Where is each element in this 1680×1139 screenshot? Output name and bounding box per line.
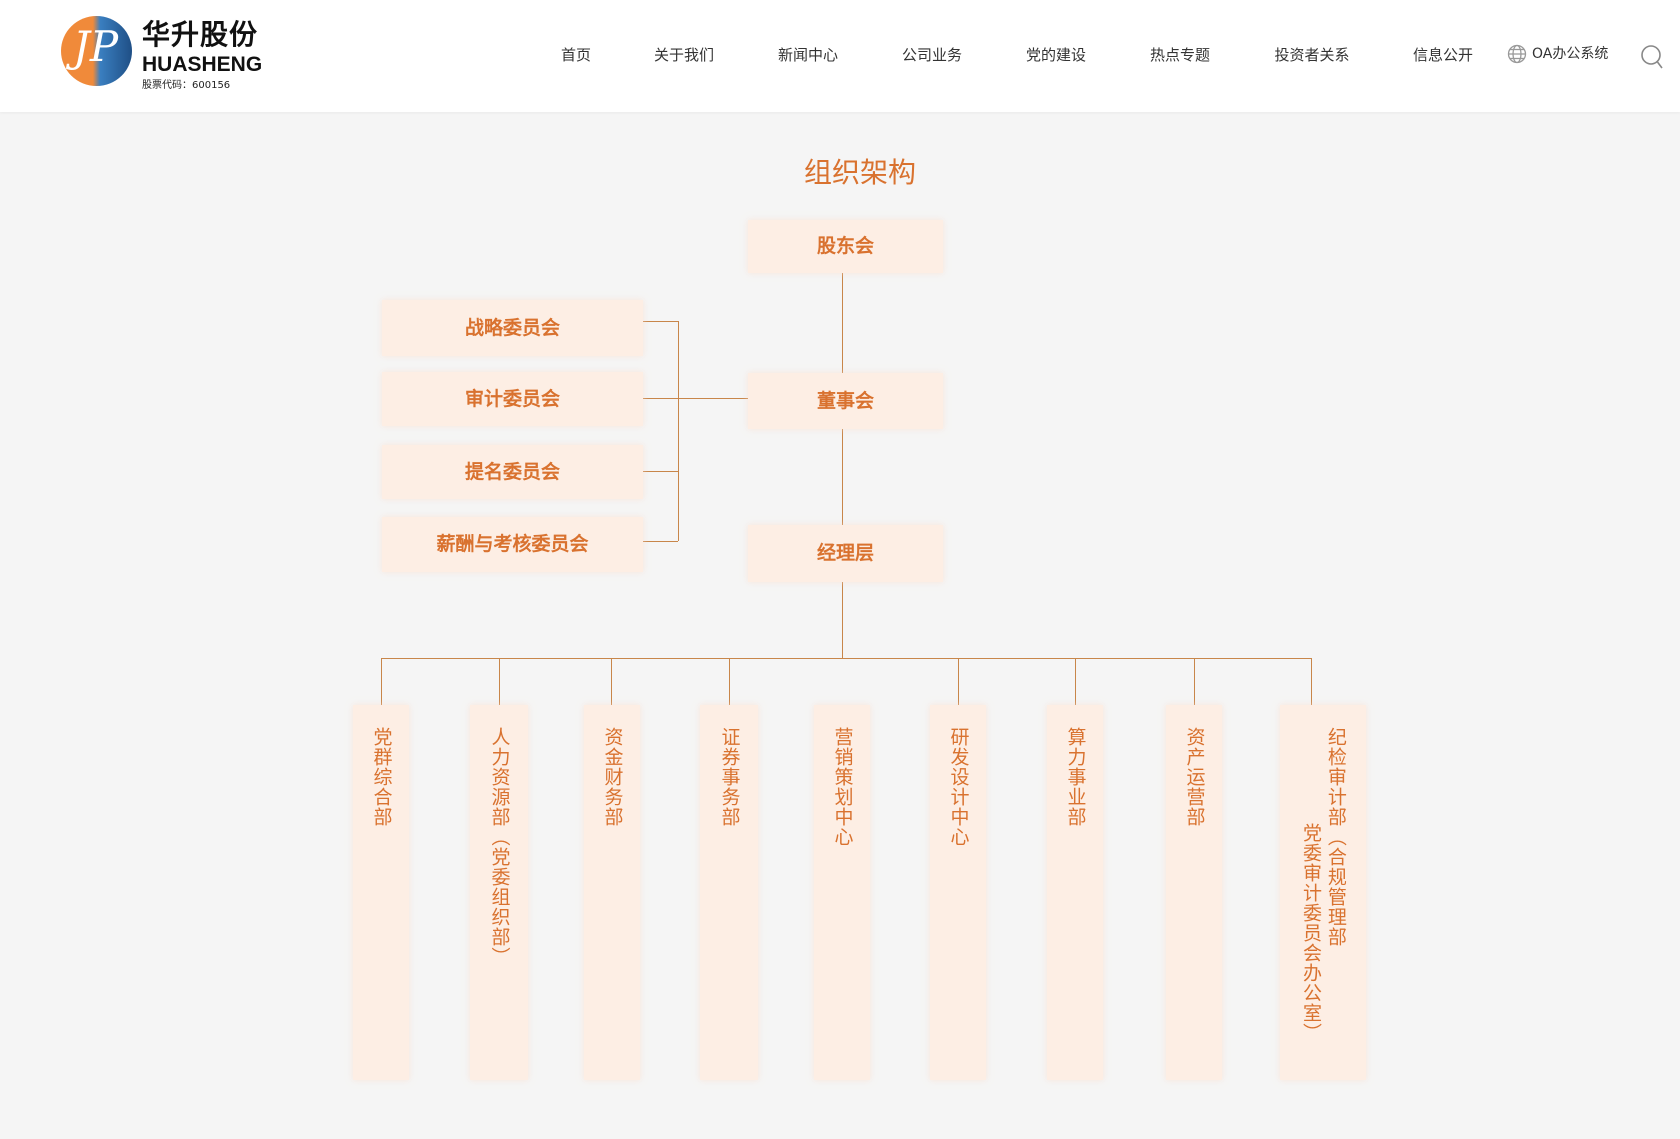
connector [1075, 658, 1076, 705]
connector [842, 273, 843, 373]
nav-disclosure[interactable]: 信息公开 [1412, 46, 1474, 64]
connector [1311, 658, 1312, 705]
connector [678, 321, 679, 541]
connector [643, 471, 678, 472]
page-title: 组织架构 [803, 156, 917, 189]
management-box: 经理层 [748, 525, 943, 582]
department-label: 资产运营部 [1183, 727, 1206, 827]
site-header: JP 华升股份 HUASHENG 股票代码：600156 首页 关于我们 新闻中… [0, 0, 1680, 112]
department-label: 资金财务部 [601, 727, 624, 827]
connector [729, 658, 730, 705]
nav-investors[interactable]: 投资者关系 [1274, 46, 1350, 64]
department-box: 营销策划中心 [814, 705, 870, 1080]
logo-icon[interactable]: JP [61, 16, 132, 86]
department-label: 研发设计中心 [947, 727, 970, 847]
department-box: 研发设计中心 [930, 705, 986, 1080]
logo-english: HUASHENG [142, 53, 263, 76]
department-box: 党群综合部 [353, 705, 409, 1080]
nav-topics[interactable]: 热点专题 [1149, 46, 1211, 64]
connector [381, 658, 382, 705]
department-box: 资金财务部 [584, 705, 640, 1080]
search-icon[interactable] [1640, 44, 1664, 70]
committee-box: 薪酬与考核委员会 [382, 517, 643, 572]
department-box: 证券事务部 [700, 705, 758, 1080]
department-label: 党群综合部 [370, 727, 393, 827]
connector [842, 429, 843, 525]
oa-label: OA办公系统 [1532, 46, 1609, 62]
shareholders-box: 股东会 [748, 220, 943, 273]
connector [842, 582, 843, 658]
connector [958, 658, 959, 705]
department-label: 营销策划中心 [831, 727, 854, 847]
connector [611, 658, 612, 705]
connector [499, 658, 500, 705]
department-label: 证券事务部 [718, 727, 741, 827]
committee-box: 战略委员会 [382, 300, 643, 356]
connector [643, 321, 678, 322]
connector [381, 658, 1312, 659]
nav-home[interactable]: 首页 [560, 46, 592, 64]
department-label: 人力资源部（党委组织部） [488, 727, 511, 967]
department-box: 算力事业部 [1047, 705, 1103, 1080]
committee-box: 提名委员会 [382, 445, 643, 499]
connector [643, 398, 748, 399]
board-box: 董事会 [748, 373, 943, 429]
nav-about[interactable]: 关于我们 [653, 46, 715, 64]
department-box: 资产运营部 [1166, 705, 1222, 1080]
logo-name: 华升股份 [142, 18, 259, 51]
committee-box: 审计委员会 [382, 372, 643, 426]
department-label: 党委审计委员会办公室） [1300, 823, 1322, 1043]
department-box: 纪检审计部（合规管理部 党委审计委员会办公室） [1280, 705, 1366, 1080]
department-label: 算力事业部 [1064, 727, 1087, 827]
globe-icon [1507, 44, 1527, 64]
nav-party[interactable]: 党的建设 [1025, 46, 1087, 64]
nav-business[interactable]: 公司业务 [901, 46, 963, 64]
stock-code: 股票代码：600156 [142, 80, 231, 91]
oa-link[interactable]: OA办公系统 [1507, 44, 1608, 64]
department-box: 人力资源部（党委组织部） [470, 705, 528, 1080]
connector [1194, 658, 1195, 705]
department-label: 纪检审计部（合规管理部 [1324, 727, 1347, 947]
connector [643, 541, 678, 542]
nav-news[interactable]: 新闻中心 [777, 46, 839, 64]
